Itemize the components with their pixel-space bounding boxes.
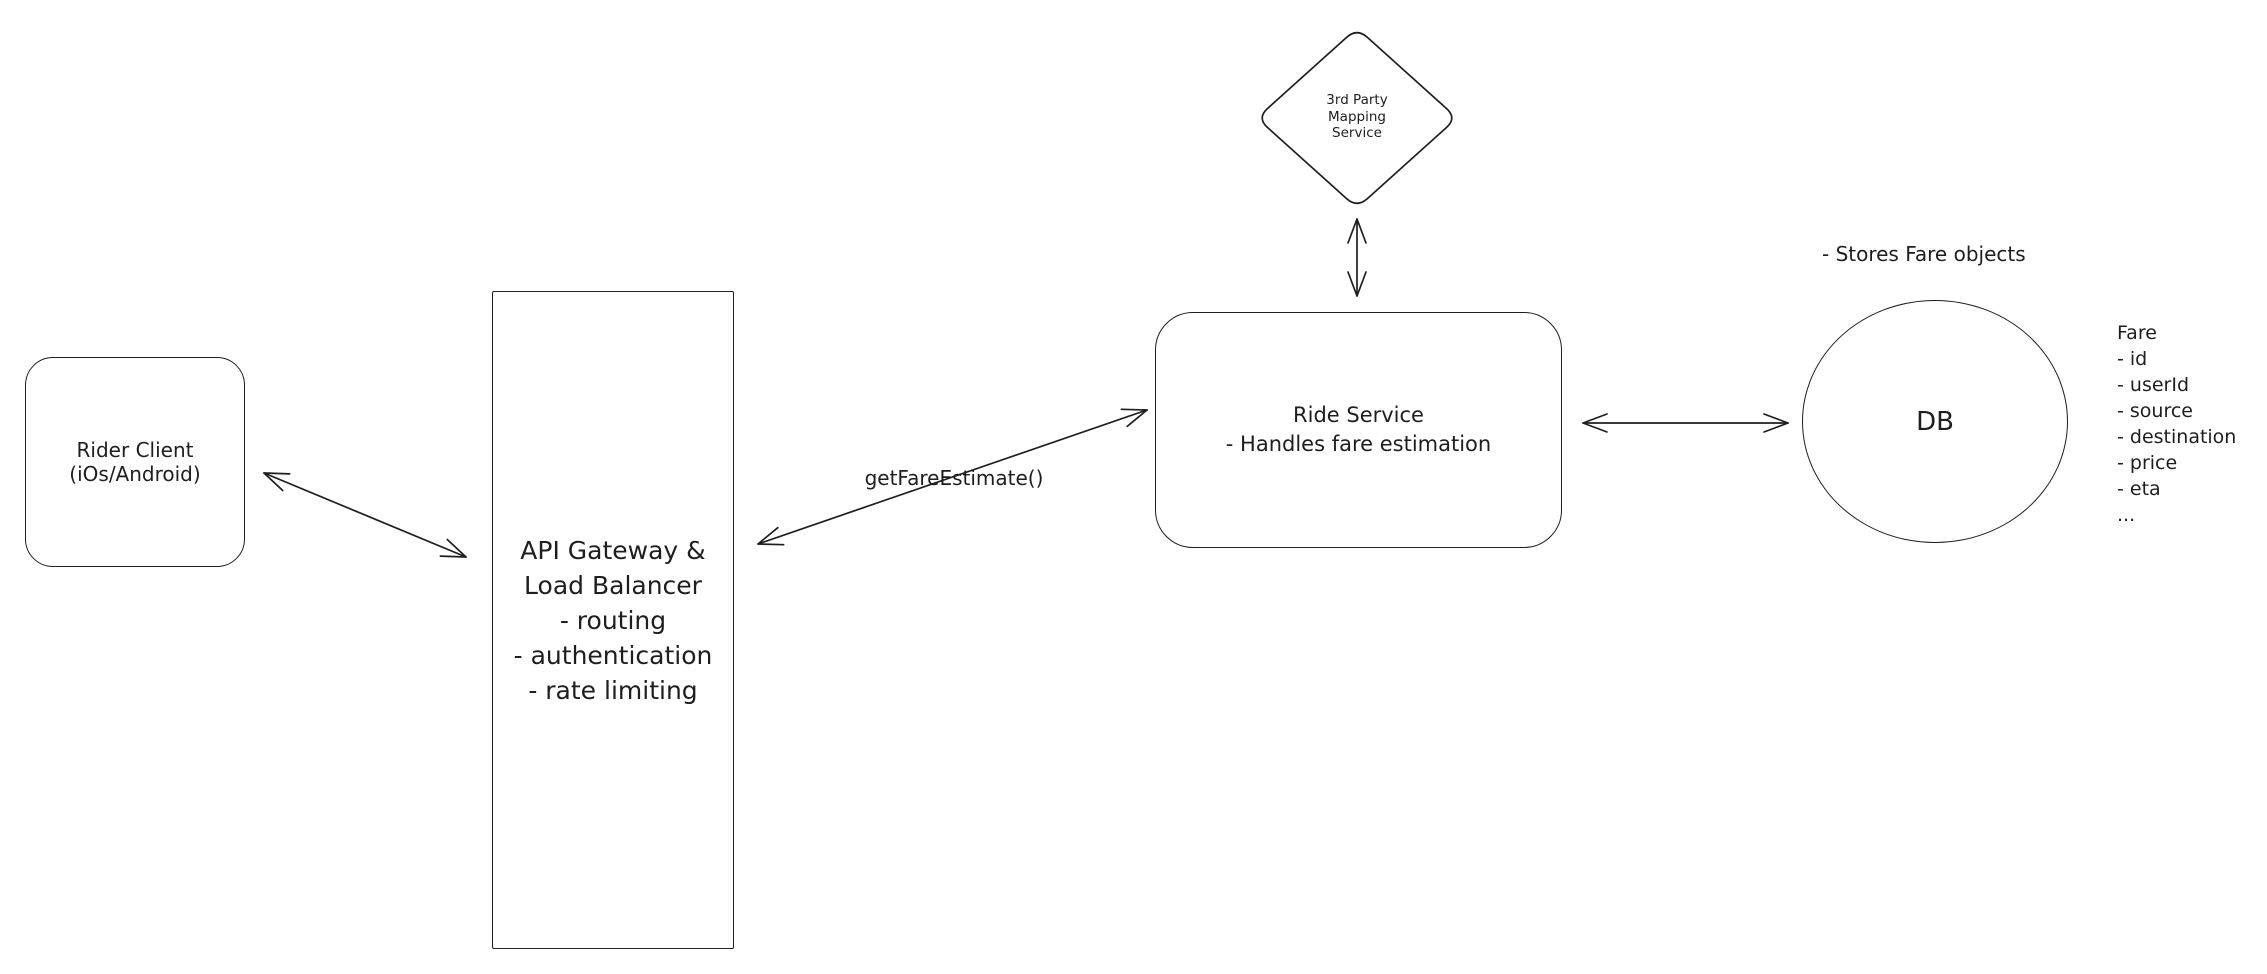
fare-schema-list: Fare - id - userId - source - destinatio… xyxy=(2117,320,2236,528)
rider-client-label-line2: (iOs/Android) xyxy=(69,462,201,486)
mapping-service-label-line3: Service xyxy=(1332,125,1382,141)
fare-schema-field-source: - source xyxy=(2117,400,2193,422)
fare-schema-field-userid: - userId xyxy=(2117,374,2190,396)
mapping-service-node-label: 3rd Party Mapping Service xyxy=(1277,92,1437,142)
fare-schema-title: Fare xyxy=(2117,322,2157,344)
fare-schema-field-id: - id xyxy=(2117,348,2148,370)
db-node: DB xyxy=(1802,300,2068,543)
mapping-service-diamond xyxy=(1261,31,1453,205)
fare-schema-field-eta: - eta xyxy=(2117,478,2161,500)
ride-service-description: - Handles fare estimation xyxy=(1225,432,1492,456)
api-gateway-bullet-authentication: - authentication xyxy=(513,640,713,670)
db-note-label: - Stores Fare objects xyxy=(1822,242,2026,266)
edge-label-get-fare-estimate: getFareEstimate() xyxy=(864,466,1044,490)
api-gateway-title-line2: Load Balancer xyxy=(524,570,702,600)
mapping-service-label-line2: Mapping xyxy=(1328,108,1386,125)
api-gateway-bullet-routing: - routing xyxy=(559,605,667,635)
api-gateway-bullet-rate-limiting: - rate limiting xyxy=(528,675,698,705)
fare-schema-field-destination: - destination xyxy=(2117,426,2237,448)
mapping-service-label-line1: 3rd Party xyxy=(1326,92,1388,108)
arrow-gateway-ride-service xyxy=(757,408,1148,546)
api-gateway-node: API Gateway & Load Balancer - routing - … xyxy=(492,291,734,949)
ride-service-title: Ride Service xyxy=(1293,403,1424,427)
ride-service-node: Ride Service - Handles fare estimation xyxy=(1155,312,1562,548)
db-label: DB xyxy=(1916,406,1954,437)
rider-client-node: Rider Client (iOs/Android) xyxy=(25,357,245,567)
api-gateway-title-line1: API Gateway & xyxy=(520,535,706,565)
arrow-rider-gateway xyxy=(263,472,467,558)
rider-client-label-line1: Rider Client xyxy=(76,438,194,462)
fare-schema-field-ellipsis: ... xyxy=(2117,504,2136,526)
fare-schema-field-price: - price xyxy=(2117,452,2178,474)
